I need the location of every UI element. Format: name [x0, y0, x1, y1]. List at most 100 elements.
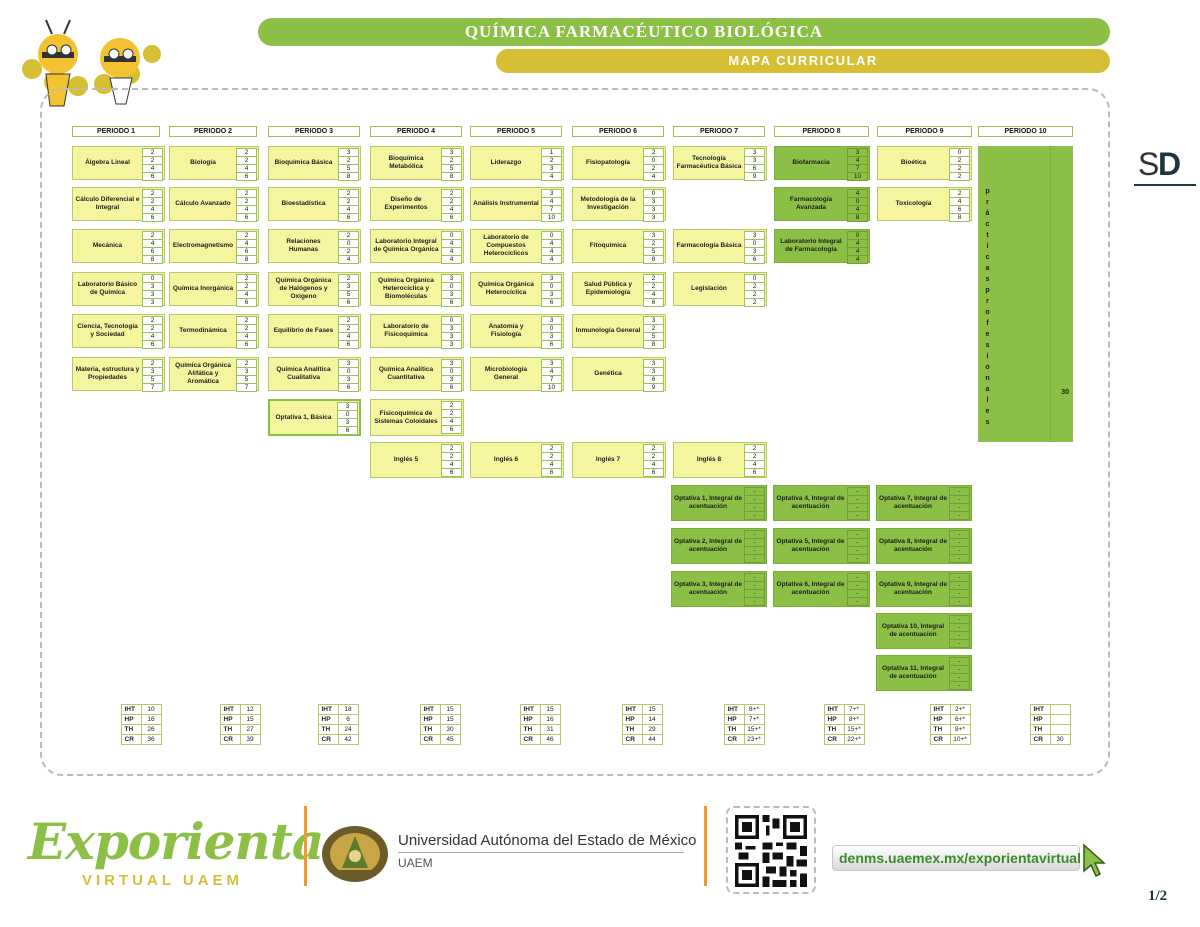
credits: 6	[338, 213, 359, 222]
totals-value: 39	[239, 733, 261, 745]
credits: 8	[847, 213, 868, 222]
course-box-optativa[interactable]: Optativa 6, Integral de acentuación ----	[773, 571, 870, 607]
footer-divider	[704, 806, 707, 886]
totals-value: 23+*	[743, 733, 765, 745]
credits: 8	[643, 255, 664, 264]
course-box-optativa[interactable]: Optativa 10, Integral de acentuación ---…	[876, 613, 972, 649]
course-name: Inglés 5	[393, 456, 419, 464]
credits: 6	[142, 340, 163, 349]
course-box-optativa[interactable]: Optativa 5, Integral de acentuación ----	[773, 528, 870, 564]
course-box-optativa[interactable]: Optativa 7, Integral de acentuación ----	[876, 485, 972, 521]
course-name: Relaciones Humanas	[286, 238, 321, 253]
course-box-optativa[interactable]: Optativa 2, Integral de acentuación ----	[671, 528, 767, 564]
course-box[interactable]: Química Orgánica de Halógenos y Oxígeno …	[268, 272, 361, 307]
course-hours: ----	[949, 530, 970, 563]
exporienta-url-link[interactable]: denms.uaemex.mx/exporientavirtual	[832, 845, 1081, 871]
credits: 6	[236, 172, 257, 181]
course-name: Anatomía y Fisiología	[488, 323, 524, 338]
course-box-optativa[interactable]: Optativa 9, Integral de acentuación ----	[876, 571, 972, 607]
course-box-optativa[interactable]: Optativa 4, Integral de acentuación ----	[773, 485, 870, 521]
course-box-optativa[interactable]: Optativa 11, Integral de acentuación ---…	[876, 655, 972, 691]
qr-code[interactable]	[726, 806, 816, 894]
course-name: Química Analítica Cuantitativa	[378, 366, 434, 381]
totals-label: CR	[823, 733, 845, 745]
course-name: Termodinámica	[179, 327, 227, 335]
practicas-profesionales-box[interactable]: prácticas profesionales 30	[978, 146, 1073, 442]
course-box[interactable]: Laboratorio Integral de Química Orgánica…	[370, 229, 464, 264]
course-name: Química Orgánica de Halógenos y Oxígeno	[275, 277, 332, 300]
course-box-optativa[interactable]: Optativa 8, Integral de acentuación ----	[876, 528, 972, 564]
exporienta-wordmark: Exporienta	[28, 812, 324, 871]
course-name: Cálculo Avanzado	[175, 200, 231, 208]
credits: 6	[236, 298, 257, 307]
course-box-optativa[interactable]: Optativa 3, Integral de acentuación ----	[671, 571, 767, 607]
course-name: Optativa 8, Integral de acentuación	[879, 538, 947, 553]
course-name: Fitoquímica	[589, 242, 627, 250]
cursor-arrow-icon	[1083, 843, 1106, 878]
course-box[interactable]: Laboratorio de Compuestos Heterocíclicos…	[470, 229, 564, 264]
course-name: Laboratorio Integral de Farmacología	[780, 238, 842, 253]
course-box-optativa[interactable]: Optativa 1, Integral de acentuación ----	[671, 485, 767, 521]
course-name: Inglés 8	[696, 456, 722, 464]
course-hours: ----	[949, 573, 970, 606]
course-box[interactable]: Química Orgánica Heterocíclica y Biomolé…	[370, 272, 464, 307]
credits: 8	[643, 340, 664, 349]
totals-value: 44	[641, 733, 663, 745]
course-box[interactable]: Química Orgánica Alifática y Aromática 2…	[169, 357, 259, 392]
